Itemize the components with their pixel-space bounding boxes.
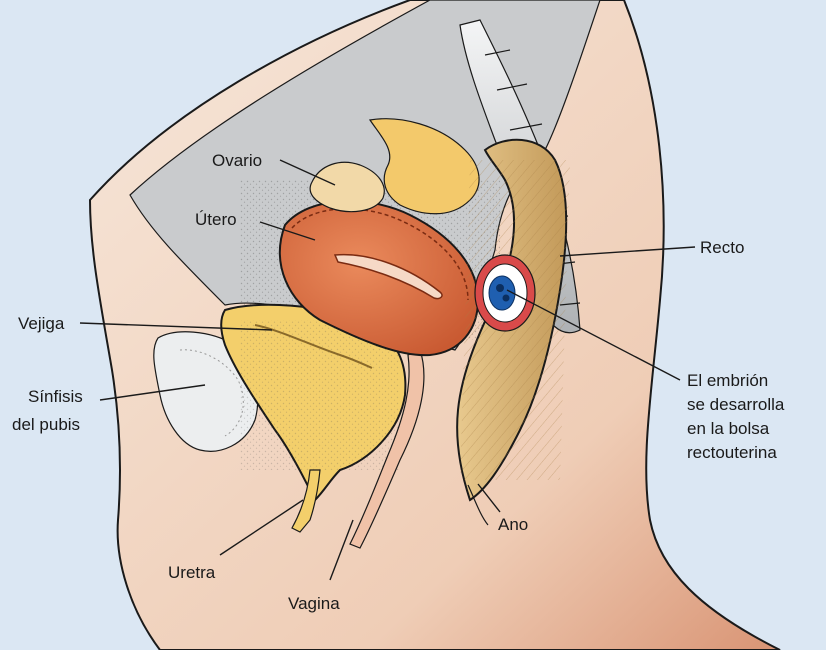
label-vagina: Vagina	[288, 594, 340, 613]
label-embrion-line1: El embrión	[687, 371, 768, 390]
label-utero: Útero	[195, 210, 237, 229]
embryo	[475, 255, 535, 331]
label-embrion-line4: rectouterina	[687, 443, 777, 462]
label-vejiga: Vejiga	[18, 314, 65, 333]
label-sinfisis-line1: Sínfisis	[28, 387, 83, 406]
label-recto: Recto	[700, 238, 744, 257]
label-embrion-line2: se desarrolla	[687, 395, 785, 414]
label-uretra: Uretra	[168, 563, 216, 582]
label-ano: Ano	[498, 515, 528, 534]
label-embrion-line3: en la bolsa	[687, 419, 770, 438]
label-ovario: Ovario	[212, 151, 262, 170]
label-sinfisis-line2: del pubis	[12, 415, 80, 434]
